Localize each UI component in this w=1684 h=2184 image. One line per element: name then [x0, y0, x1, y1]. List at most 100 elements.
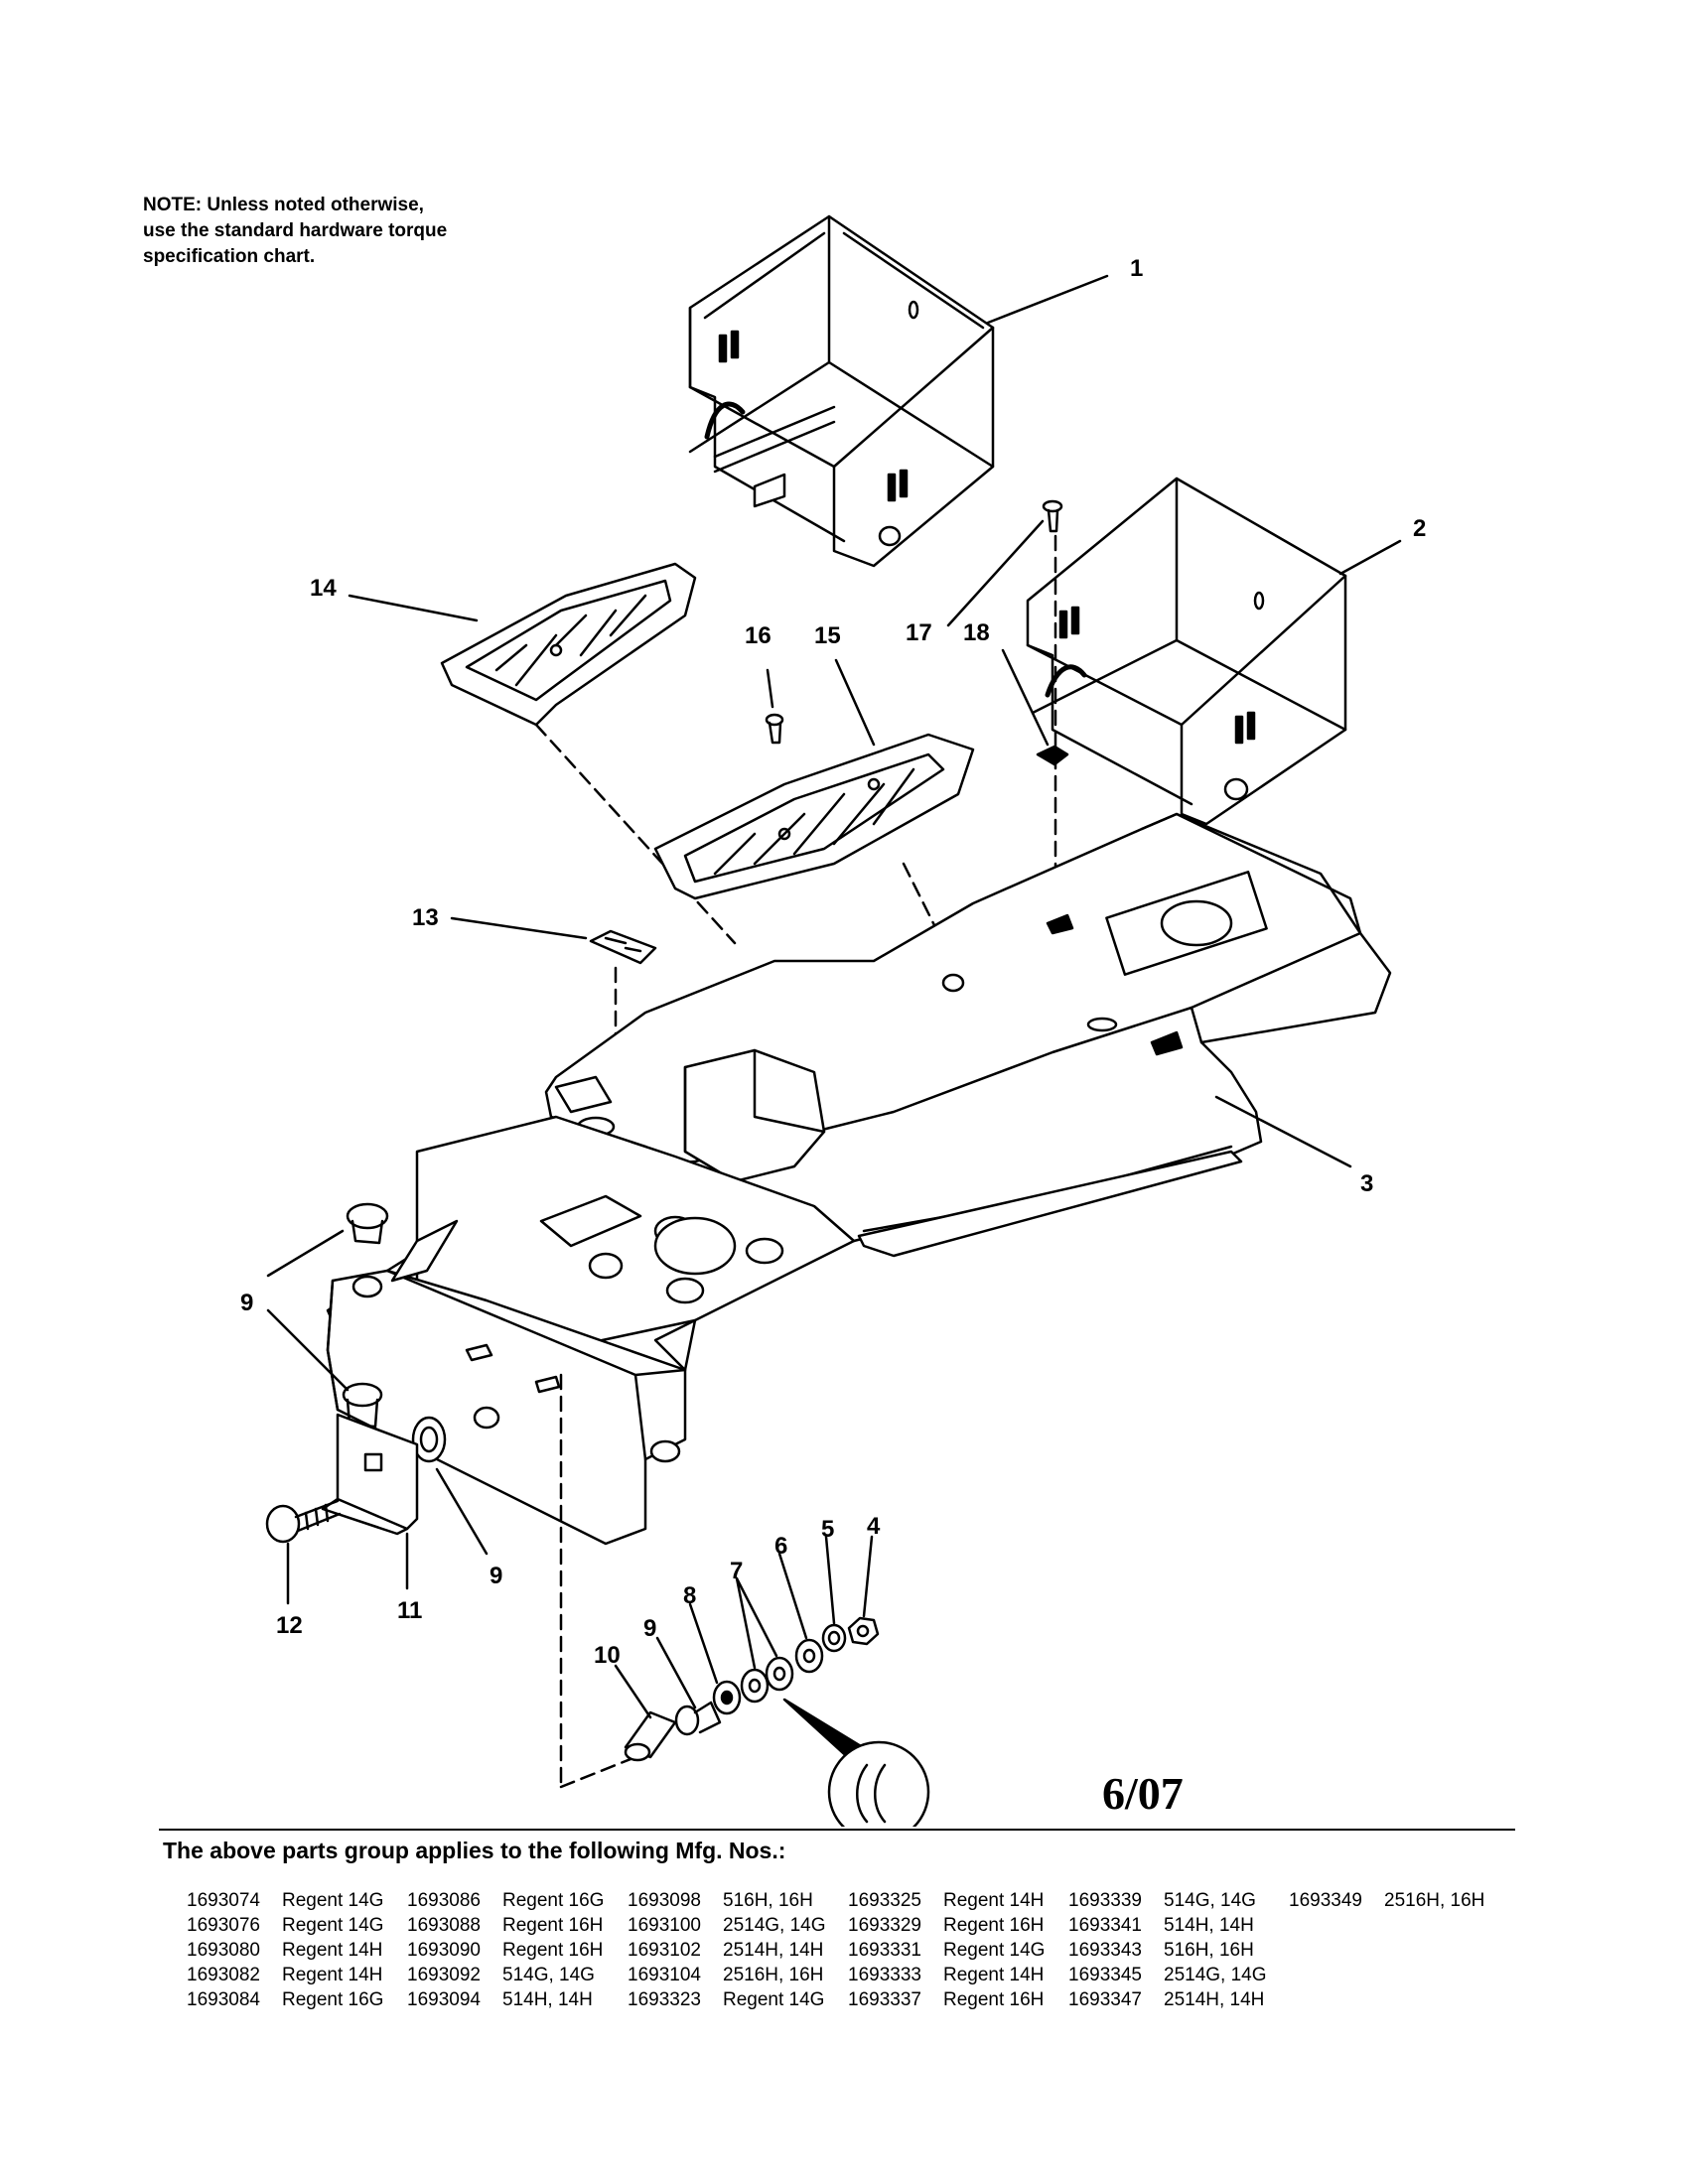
mfg-number: 1693088: [407, 1915, 481, 1936]
mfg-number: 1693084: [187, 1989, 260, 2010]
mfg-model: Regent 14H: [943, 1965, 1045, 1985]
mfg-number: 1693323: [628, 1989, 701, 2010]
callout-16: 16: [745, 622, 772, 649]
mfg-model: 514H, 14H: [1164, 1915, 1254, 1936]
part-7-washer: [740, 1656, 794, 1704]
leader-5: [824, 1535, 836, 1625]
callout-9-stack: 9: [643, 1615, 656, 1642]
mfg-row: 1693333 Regent 14H: [848, 1963, 1045, 1987]
callout-14: 14: [310, 575, 337, 602]
part-9-bushing-upper: [346, 1202, 389, 1245]
callout-12: 12: [276, 1612, 303, 1639]
mfg-number: 1693349: [1289, 1890, 1362, 1911]
leader-14: [348, 594, 479, 622]
callout-4: 4: [867, 1513, 881, 1540]
mfg-model: Regent 14G: [282, 1890, 384, 1911]
leader-9b: [266, 1308, 350, 1392]
leader-17: [946, 519, 1045, 627]
mfg-model: Regent 16G: [502, 1890, 605, 1911]
mfg-row: 1693102 2514H, 14H: [628, 1938, 826, 1963]
date-code: 6/07: [1102, 1768, 1184, 1819]
part-14-footrest-pad: [440, 562, 697, 727]
mfg-model: Regent 14G: [943, 1940, 1046, 1961]
part-15-footrest-pad: [653, 733, 975, 900]
mfg-model: 2514G, 14G: [723, 1915, 826, 1936]
part-9-bushing-side: [411, 1416, 447, 1463]
part-2-battery-box: [1026, 477, 1347, 826]
mfg-number: 1693343: [1068, 1940, 1142, 1961]
detail-magnifier: [782, 1698, 930, 1827]
mfg-row: 1693339 514G, 14G: [1068, 1888, 1267, 1913]
part-5-lock-washer: [821, 1623, 847, 1653]
part-6-washer: [794, 1638, 824, 1674]
mfg-model: Regent 14H: [282, 1940, 383, 1961]
mfg-row: 1693082 Regent 14H: [187, 1963, 383, 1987]
mfg-number: 1693090: [407, 1940, 481, 1961]
mfg-model: 2514G, 14G: [1164, 1965, 1267, 1985]
leader-7b: [735, 1576, 778, 1658]
torque-note: NOTE: Unless noted otherwise, use the st…: [143, 193, 560, 270]
mfg-number: 1693104: [628, 1965, 701, 1985]
mfg-model: 514G, 14G: [502, 1965, 595, 1985]
mfg-number: 1693329: [848, 1915, 921, 1936]
mfg-number: 1693325: [848, 1890, 921, 1911]
callout-13: 13: [412, 904, 439, 931]
part-17-bolt: [1042, 499, 1063, 533]
part-4-nut: [847, 1616, 880, 1646]
mfg-number: 1693082: [187, 1965, 260, 1985]
note-line-3: specification chart.: [143, 246, 316, 267]
mfg-row: 1693098 516H, 16H: [628, 1888, 826, 1913]
leader-9c: [435, 1467, 489, 1556]
mfg-model: Regent 14H: [282, 1965, 383, 1985]
mfg-row: 1693092 514G, 14G: [407, 1963, 604, 1987]
mfg-model: 2514H, 14H: [723, 1940, 824, 1961]
part-3-frame: [326, 812, 1392, 1362]
mfg-model: Regent 14H: [943, 1890, 1045, 1911]
mfg-row: 1693094 514H, 14H: [407, 1987, 604, 2012]
leader-9a: [266, 1229, 345, 1278]
leader-8: [688, 1602, 719, 1685]
mfg-number: 1693076: [187, 1915, 260, 1936]
mfg-number: 1693102: [628, 1940, 701, 1961]
leader-16: [766, 668, 774, 709]
part-10-spacer: [624, 1710, 677, 1762]
mfg-number: 1693092: [407, 1965, 481, 1985]
applies-heading: The above parts group applies to the fol…: [163, 1838, 786, 1863]
mfg-model: 516H, 16H: [723, 1890, 813, 1911]
callout-2: 2: [1413, 515, 1426, 542]
mfg-model: 514G, 14G: [1164, 1890, 1256, 1911]
dash-14: [534, 723, 737, 945]
leader-13: [450, 916, 588, 940]
mfg-model: 514H, 14H: [502, 1989, 593, 2010]
mfg-number: 1693331: [848, 1940, 921, 1961]
part-9-bushing-lower: [342, 1382, 383, 1429]
mfg-number: 1693098: [628, 1890, 701, 1911]
leader-9d: [655, 1636, 697, 1709]
mfg-number: 1693339: [1068, 1890, 1142, 1911]
mfg-number: 1693080: [187, 1940, 260, 1961]
mfg-number: 1693337: [848, 1989, 921, 2010]
leader-15: [834, 658, 876, 747]
mfg-number: 1693094: [407, 1989, 481, 2010]
mfg-number: 1693333: [848, 1965, 921, 1985]
part-12-carriage-bolt: [265, 1499, 342, 1544]
mfg-row: 1693331 Regent 14G: [848, 1938, 1045, 1963]
part-16-push-pin: [765, 713, 784, 745]
leader-10: [614, 1664, 652, 1719]
mfg-number: 1693341: [1068, 1915, 1142, 1936]
leader-4: [862, 1535, 874, 1618]
mfg-number: 1693100: [628, 1915, 701, 1936]
